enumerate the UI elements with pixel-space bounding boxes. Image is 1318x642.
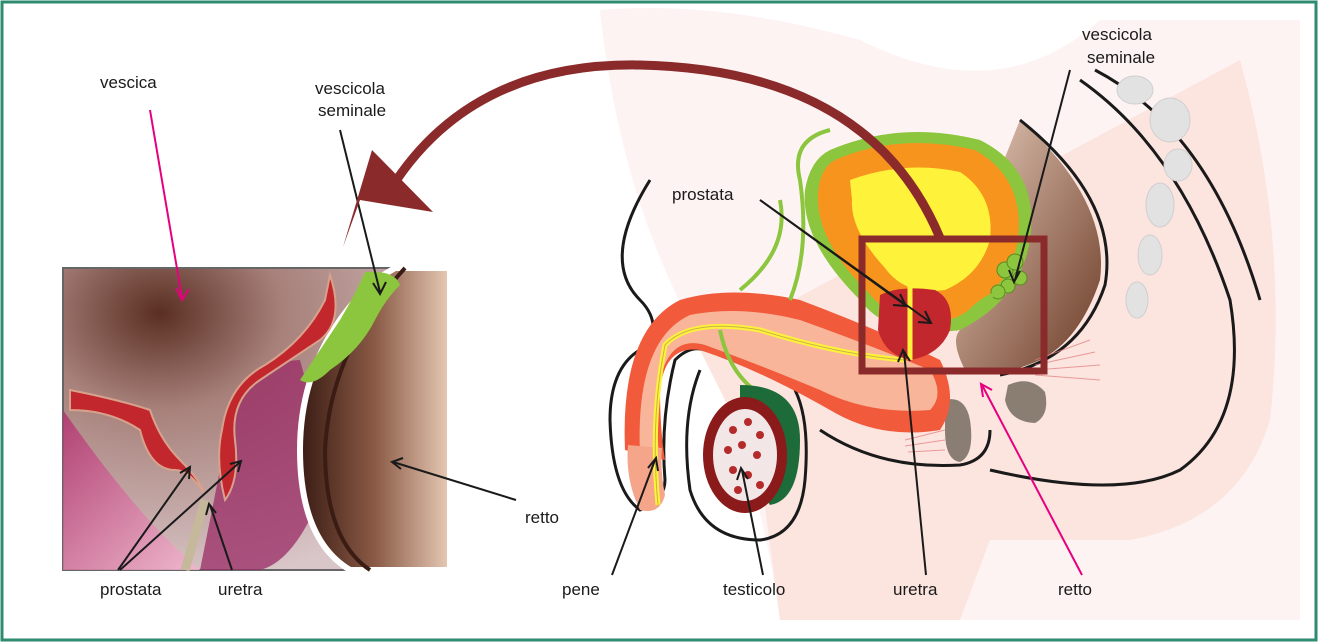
vertebra <box>1117 76 1153 104</box>
inset-label-vescica: vescica <box>100 73 157 92</box>
main-label-testicolo: testicolo <box>723 580 785 599</box>
vertebra <box>1146 183 1174 227</box>
inset-label-retto: retto <box>525 508 559 527</box>
inset-detail <box>63 110 516 570</box>
main-label-prostata: prostata <box>672 185 734 204</box>
inset-label-seminale: seminale <box>318 101 386 120</box>
main-label-pene: pene <box>562 580 600 599</box>
inset-label-prostata: prostata <box>100 580 162 599</box>
main-label-seminale: seminale <box>1087 48 1155 67</box>
main-label-uretra: uretra <box>893 580 938 599</box>
vertebra <box>1126 282 1148 318</box>
vertebra <box>1164 149 1192 181</box>
vertebra <box>1150 98 1190 142</box>
inset-label-uretra: uretra <box>218 580 263 599</box>
main-label-vescicola: vescicola <box>1082 25 1152 44</box>
vertebra <box>1138 235 1162 275</box>
inset-label-vescicola: vescicola <box>315 79 385 98</box>
main-label-retto: retto <box>1058 580 1092 599</box>
